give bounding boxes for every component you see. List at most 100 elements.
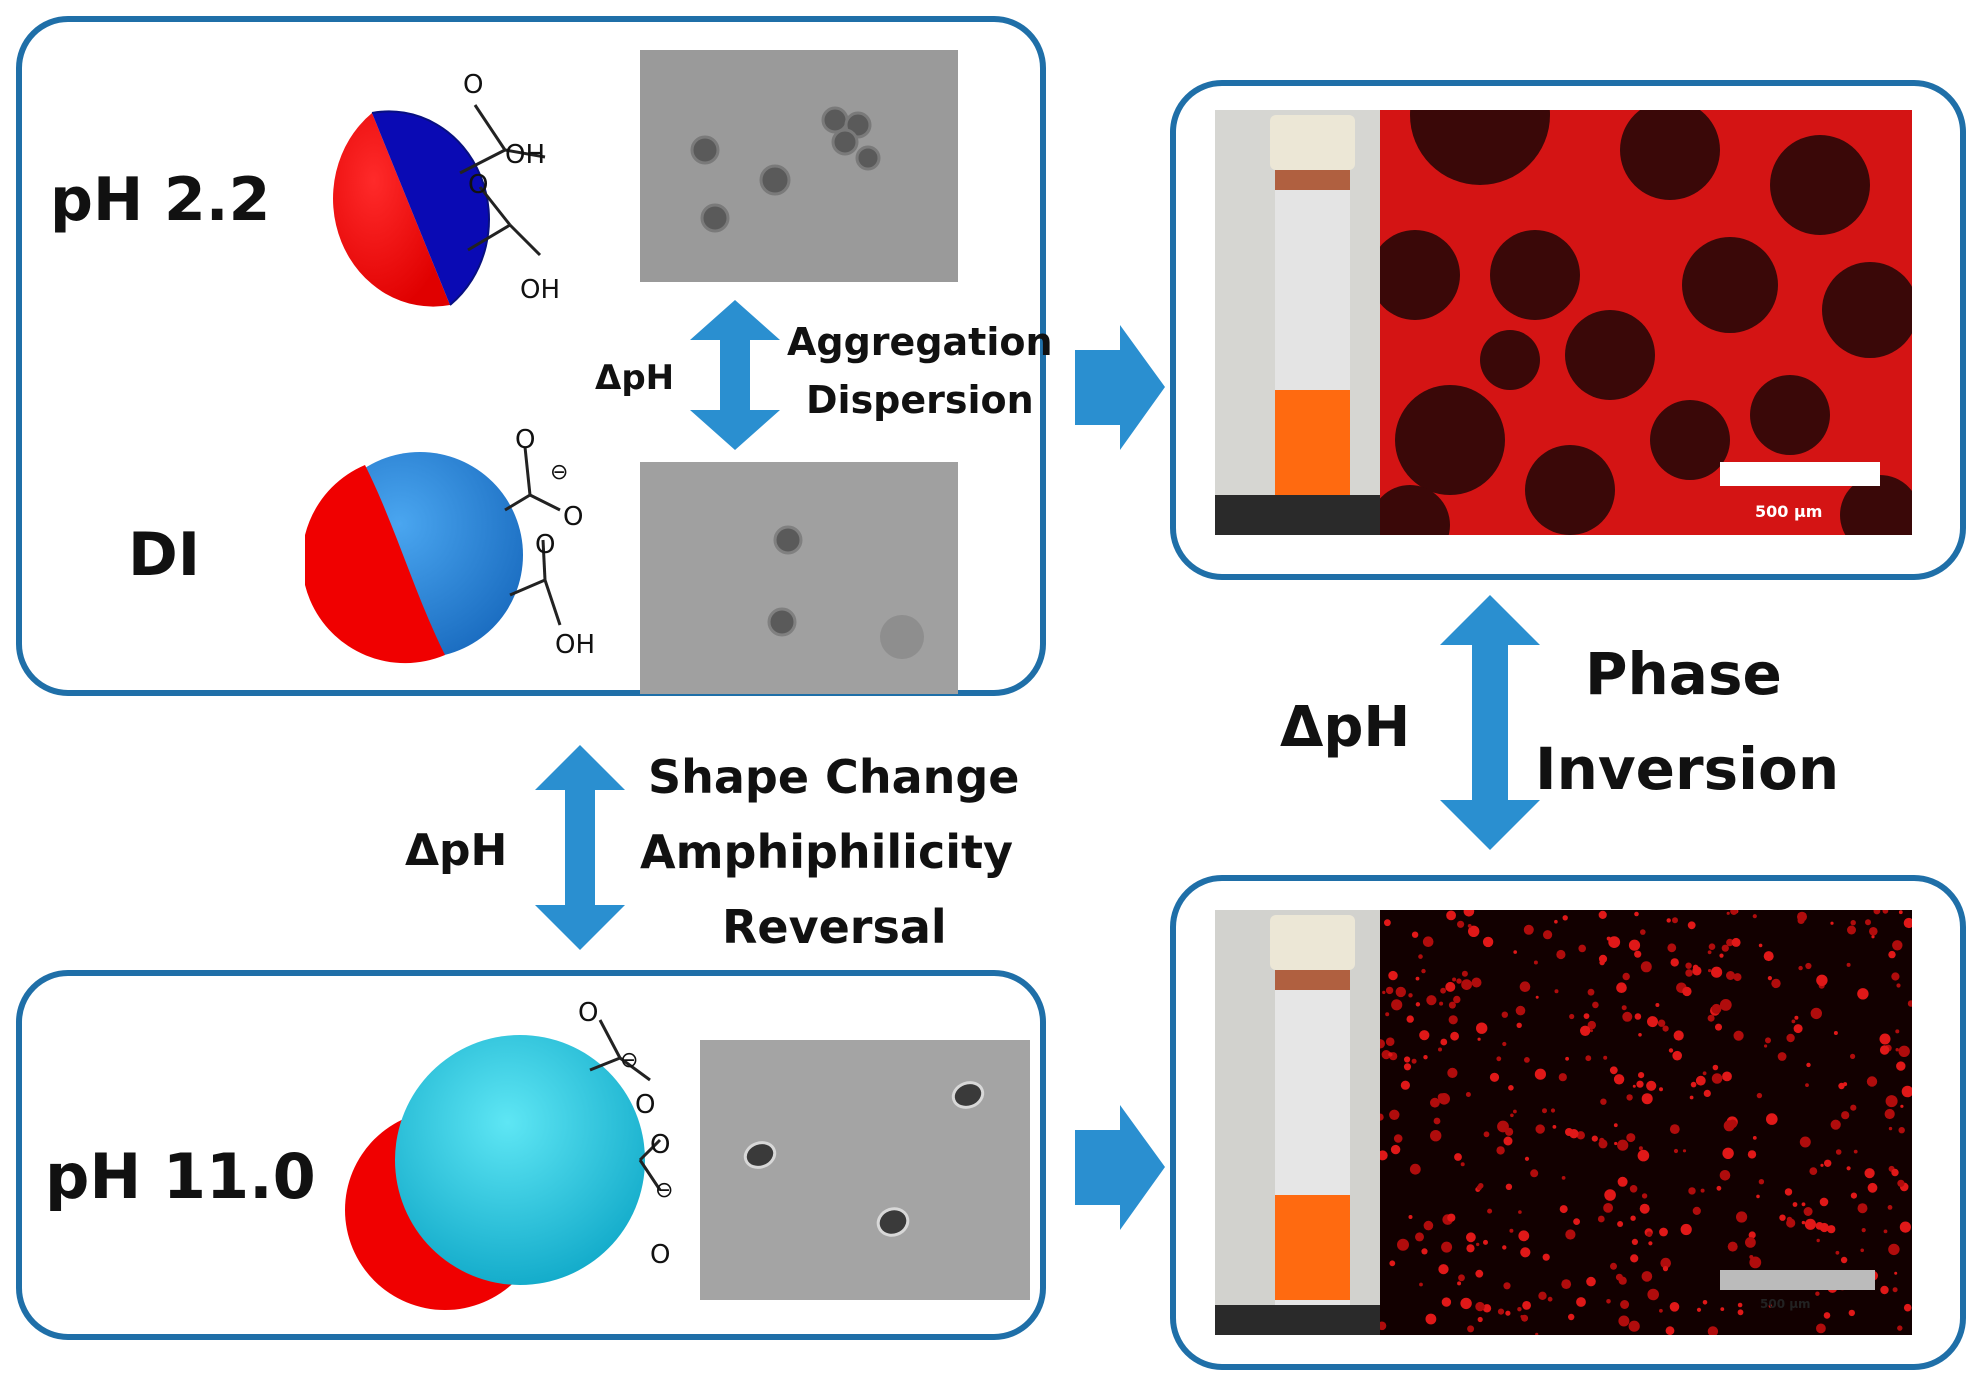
emulsion-droplet (1554, 989, 1559, 994)
emulsion-droplet (1389, 1109, 1400, 1120)
emulsion-droplet (1433, 1117, 1441, 1125)
chem-oh-1: OH (505, 140, 546, 170)
emulsion-droplet (1580, 1025, 1591, 1036)
emulsion-droplet (1657, 1019, 1666, 1027)
emulsion-droplet (1463, 910, 1475, 917)
emulsion-droplet (1477, 1037, 1481, 1041)
emulsion-droplet (1696, 1307, 1702, 1312)
emulsion-droplet (1634, 1013, 1642, 1020)
emulsion-droplet (1894, 1271, 1898, 1275)
emulsion-droplet (1895, 1029, 1900, 1034)
chem-oh-2: OH (520, 275, 561, 305)
emulsion-droplet (1516, 1022, 1522, 1028)
emulsion-droplet (1381, 1050, 1391, 1060)
emulsion-droplet (1827, 1225, 1836, 1234)
emulsion-droplet (1606, 936, 1611, 941)
emulsion-droplet (1793, 1024, 1803, 1034)
emulsion-droplet (1438, 1264, 1449, 1275)
emulsion-droplet (1815, 1291, 1820, 1296)
micrograph-ph11 (700, 1040, 1030, 1300)
emulsion-droplet (1809, 1167, 1818, 1175)
dispersion-text: Dispersion (806, 378, 1034, 422)
emulsion-droplet (1380, 1113, 1384, 1121)
emulsion-droplet (1384, 919, 1391, 927)
emulsion-droplet (1585, 1055, 1592, 1062)
emulsion-droplet (1518, 1230, 1530, 1242)
emulsion-droplet (1777, 1052, 1787, 1061)
emulsion-droplet (1670, 958, 1679, 967)
emulsion-droplet (1430, 1097, 1440, 1108)
emulsion-droplet (1590, 1029, 1593, 1033)
emulsion-droplet (1409, 1163, 1421, 1175)
emulsion-droplet (1476, 1242, 1480, 1247)
vial-photo-bottom (1215, 910, 1380, 1335)
emulsion-droplet (1816, 1238, 1820, 1243)
emulsion-droplet (1659, 1227, 1668, 1237)
emulsion-droplet (1786, 1033, 1795, 1043)
emulsion-droplet (1408, 993, 1413, 998)
emulsion-droplet (1628, 939, 1641, 951)
emulsion-droplet (1799, 1136, 1811, 1148)
vial-photo-top (1215, 110, 1380, 535)
emulsion-droplet (1730, 910, 1738, 915)
label-ph-2-2: pH 2.2 (50, 165, 271, 235)
double-arrow-aggregation (690, 300, 780, 450)
emulsion-droplet (1850, 1053, 1856, 1059)
emulsion-droplet (1737, 1302, 1743, 1308)
scale-bar-bottom (1720, 1270, 1875, 1290)
emulsion-droplet (1819, 1197, 1829, 1207)
chem-o-1: O (463, 70, 484, 100)
chem-o-8: O (650, 1130, 671, 1160)
emulsion-droplet (1426, 995, 1437, 1006)
emulsion-droplet (1711, 1003, 1722, 1014)
emulsion-droplet (1748, 1231, 1756, 1239)
emulsion-droplet (1450, 1031, 1459, 1041)
emulsion-droplet (1597, 1215, 1605, 1223)
emulsion-droplet (1510, 1113, 1514, 1118)
emulsion-droplet (1382, 990, 1386, 995)
emulsion-droplet (1843, 1082, 1848, 1087)
scale-label-bottom: 500 µm (1760, 1297, 1811, 1311)
emulsion-droplet (1715, 1023, 1722, 1031)
emulsion-droplet (1497, 1308, 1505, 1315)
emulsion-droplet (1797, 911, 1807, 922)
emulsion-droplet (1857, 1203, 1868, 1214)
emulsion-droplet (1422, 936, 1434, 947)
double-arrow-phase-inversion (1440, 595, 1540, 850)
emulsion-droplet (1767, 976, 1772, 981)
emulsion-droplet (1524, 1156, 1530, 1161)
emulsion-droplet (1747, 1150, 1757, 1159)
emulsion-droplet (1708, 969, 1712, 973)
fluorescence-micrograph-top (1380, 110, 1912, 535)
emulsion-droplet (1801, 1202, 1806, 1207)
scale-label-top: 500 µm (1755, 502, 1823, 521)
emulsion-droplet (1639, 1203, 1650, 1214)
emulsion-droplet (1438, 1047, 1442, 1052)
emulsion-droplet (1758, 943, 1763, 948)
emulsion-droplet (1853, 1149, 1858, 1154)
micrograph-di (640, 462, 958, 694)
emulsion-droplet (1476, 1185, 1482, 1191)
emulsion-droplet (1447, 1067, 1458, 1078)
aggregation-text: Aggregation (787, 320, 1053, 364)
emulsion-droplet (1830, 1119, 1841, 1130)
label-di: DI (128, 520, 201, 590)
chem-o-5: O (535, 530, 556, 560)
emulsion-droplet (1669, 1124, 1680, 1134)
emulsion-droplet (1637, 1149, 1650, 1162)
emulsion-droplet (1513, 950, 1517, 954)
emulsion-droplet (1638, 1146, 1643, 1151)
emulsion-droplet (1703, 1089, 1711, 1097)
emulsion-droplet (1458, 1274, 1465, 1282)
emulsion-droplet (1685, 969, 1693, 977)
emulsion-droplet (1667, 943, 1677, 953)
emulsion-droplet (1883, 1229, 1888, 1234)
chem-minus-2: ⊖ (620, 1048, 639, 1073)
emulsion-droplet (1524, 1057, 1530, 1063)
emulsion-droplet (1632, 1084, 1636, 1088)
emulsion-droplet (1496, 1146, 1505, 1155)
janus-particle-ph22 (333, 104, 546, 307)
emulsion-droplet (1838, 1082, 1845, 1090)
emulsion-droplet (1711, 1073, 1723, 1084)
emulsion-droplet (1587, 1020, 1596, 1030)
